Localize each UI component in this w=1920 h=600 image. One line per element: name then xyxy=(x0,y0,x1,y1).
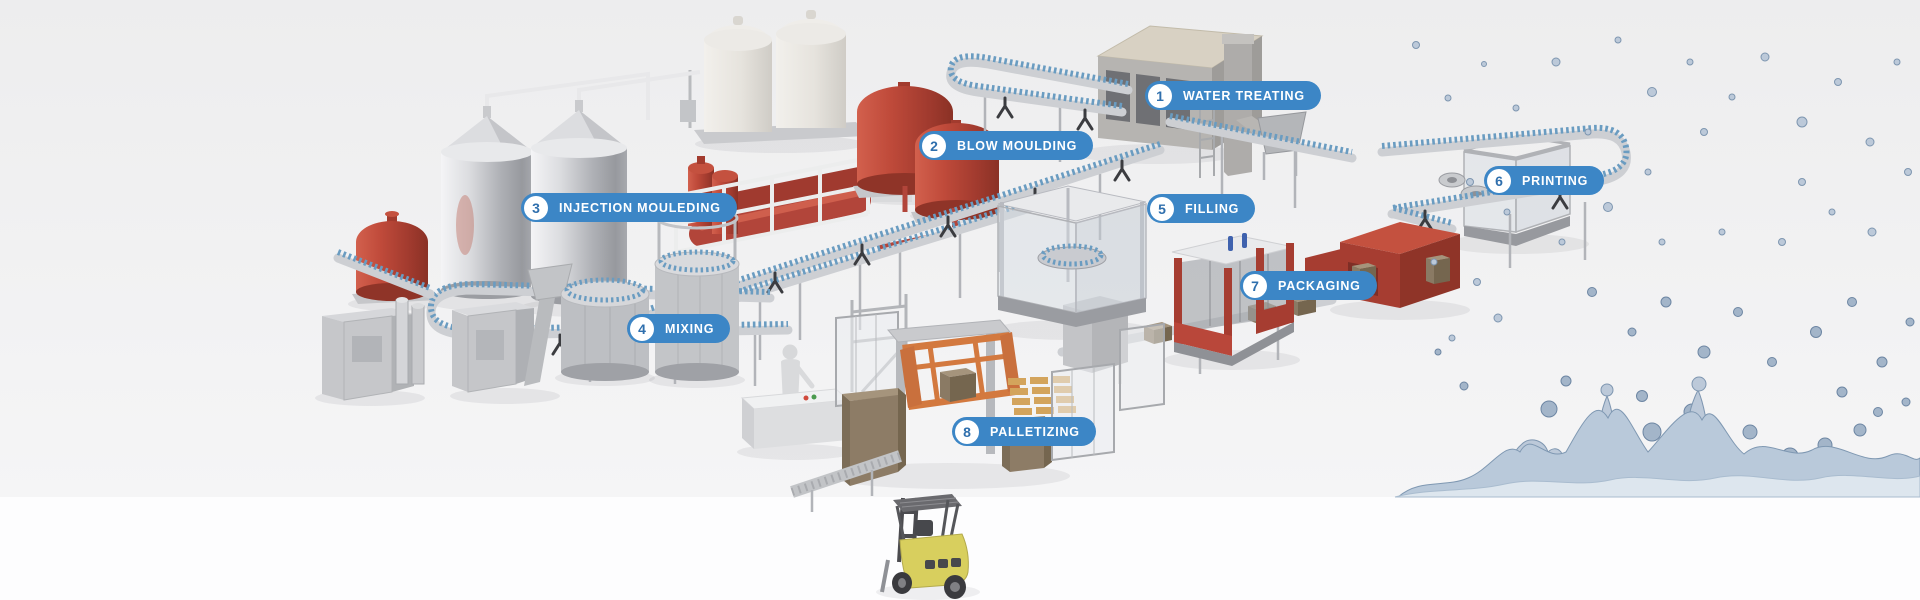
filling-machine xyxy=(997,185,1147,327)
operator-and-console xyxy=(740,344,850,449)
step-label: FILLING xyxy=(1185,201,1240,216)
storage-tanks-cream xyxy=(680,10,866,144)
step-number-badge: 8 xyxy=(955,419,979,444)
conveyor-printing-loop xyxy=(1377,124,1631,276)
forklift-roof-guard xyxy=(893,494,962,546)
carton-box xyxy=(1426,255,1450,284)
cip-unit xyxy=(322,297,425,401)
step-label: PALLETIZING xyxy=(990,424,1080,439)
step-number-badge: 2 xyxy=(922,133,946,158)
step-label: INJECTION MOULEDING xyxy=(559,200,721,215)
step-label: WATER TREATING xyxy=(1183,88,1305,103)
step-label: PRINTING xyxy=(1522,173,1589,188)
step-number-badge: 7 xyxy=(1243,273,1267,298)
step-pill-water-treating[interactable]: 1 WATER TREATING xyxy=(1145,81,1321,110)
step-pill-printing[interactable]: 6 PRINTING xyxy=(1484,166,1605,195)
step-number-badge: 1 xyxy=(1148,83,1172,108)
step-number-badge: 5 xyxy=(1150,196,1174,221)
step-label: MIXING xyxy=(665,321,715,336)
step-label: PACKAGING xyxy=(1278,278,1361,293)
step-label: BLOW MOULDING xyxy=(957,138,1078,153)
step-pill-injection-moulding[interactable]: 3 INJECTION MOULEDING xyxy=(521,193,737,222)
step-pill-packaging[interactable]: 7 PACKAGING xyxy=(1240,271,1377,300)
step-pill-blow-moulding[interactable]: 2 BLOW MOULDING xyxy=(919,131,1094,160)
step-pill-mixing[interactable]: 4 MIXING xyxy=(627,314,731,343)
water-splash xyxy=(1394,36,1920,498)
carton-box xyxy=(940,368,976,402)
injection-moulding-machine xyxy=(452,263,573,393)
step-pill-filling[interactable]: 5 FILLING xyxy=(1147,194,1256,223)
step-number-badge: 6 xyxy=(1487,168,1511,193)
forklift xyxy=(880,494,969,599)
step-pill-palletizing[interactable]: 8 PALLETIZING xyxy=(952,417,1096,446)
step-number-badge: 4 xyxy=(630,316,654,341)
conveyor-to-printing xyxy=(1165,113,1357,208)
step-number-badge: 3 xyxy=(524,195,548,220)
